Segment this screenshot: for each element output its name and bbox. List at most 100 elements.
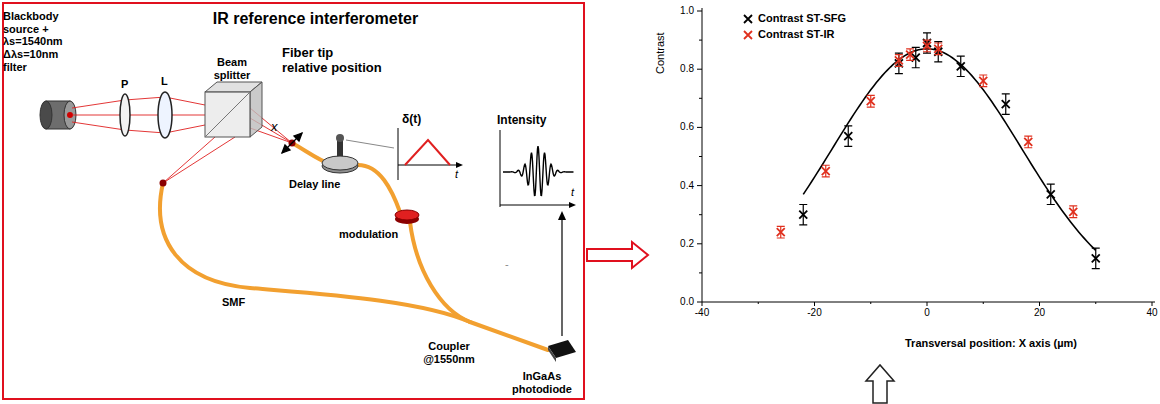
error-bar bbox=[1069, 206, 1077, 218]
pointer-arrow bbox=[866, 365, 894, 403]
delay-disk-top bbox=[322, 156, 358, 170]
photodiode-side bbox=[548, 346, 556, 362]
cube-side bbox=[250, 82, 262, 137]
fiber-smf bbox=[160, 183, 470, 322]
data-marker bbox=[777, 228, 785, 236]
tick-label: 40 bbox=[1146, 307, 1157, 319]
part-label: Blackbody source + λs=1540nm Δλs=10nm fi… bbox=[3, 10, 83, 73]
data-marker bbox=[957, 62, 965, 70]
part-label: t bbox=[571, 186, 574, 199]
part-label: Beam splitter bbox=[199, 56, 265, 81]
legend-label: Contrast ST-SFG bbox=[758, 12, 846, 25]
ray bbox=[163, 137, 235, 183]
cube-diagonal bbox=[205, 92, 250, 137]
error-bar bbox=[1092, 248, 1100, 268]
arrowhead bbox=[456, 162, 463, 168]
tick-label: 0 bbox=[924, 307, 930, 319]
error-bar bbox=[957, 56, 965, 76]
x-axis bbox=[702, 302, 1155, 303]
data-series bbox=[799, 33, 1100, 269]
fiber-output bbox=[470, 322, 548, 350]
tick-label: 1.0 bbox=[680, 5, 694, 17]
blackbody-source bbox=[40, 101, 76, 129]
signal-line bbox=[561, 218, 562, 336]
data-marker bbox=[799, 211, 807, 219]
data-marker bbox=[1092, 254, 1100, 262]
data-marker bbox=[1069, 208, 1077, 216]
axis bbox=[398, 165, 460, 166]
tick bbox=[927, 302, 928, 306]
y-axis bbox=[702, 8, 703, 302]
tick bbox=[1152, 302, 1153, 306]
delay-plot bbox=[398, 128, 463, 180]
tick-label: 0.6 bbox=[680, 122, 694, 134]
part-label: P bbox=[121, 78, 128, 91]
tick bbox=[699, 214, 702, 215]
error-bar bbox=[1047, 184, 1055, 204]
tick bbox=[758, 302, 759, 304]
delay-triangle bbox=[405, 140, 450, 165]
displacement-line bbox=[282, 133, 302, 153]
part-label: - bbox=[505, 258, 509, 271]
part-label: x bbox=[271, 120, 278, 135]
chart-panel: ContrastTransversal position: X axis (µm… bbox=[650, 2, 1158, 370]
error-bar bbox=[822, 165, 830, 177]
tick bbox=[702, 302, 703, 306]
optical-fibers bbox=[160, 143, 548, 350]
panel-title: IR reference interferometer bbox=[44, 10, 587, 28]
data-marker bbox=[867, 97, 875, 105]
polarizer-p bbox=[120, 94, 130, 136]
delay-line-stage bbox=[322, 134, 358, 173]
tick bbox=[814, 302, 815, 306]
leader-line bbox=[346, 140, 394, 148]
modulation-disk bbox=[395, 210, 419, 224]
part-label: Intensity bbox=[497, 114, 546, 128]
data-marker bbox=[822, 167, 830, 175]
data-marker bbox=[1024, 138, 1032, 146]
error-bar bbox=[934, 42, 942, 62]
axis-title: Contrast bbox=[654, 32, 667, 74]
disk-top bbox=[395, 210, 419, 220]
ray bbox=[72, 97, 205, 108]
arrowhead bbox=[558, 211, 566, 220]
axis-title: Transversal position: X axis (µm) bbox=[905, 337, 1077, 350]
data-marker bbox=[1002, 100, 1010, 108]
signal-arrow bbox=[558, 211, 566, 336]
data-series bbox=[777, 40, 1078, 238]
tick-label: 0.8 bbox=[680, 63, 694, 75]
part-label: t bbox=[455, 168, 458, 181]
arrowhead bbox=[282, 145, 290, 153]
error-bar bbox=[895, 53, 903, 73]
legend-label: Contrast ST-IR bbox=[758, 28, 834, 41]
tick bbox=[1095, 302, 1096, 304]
axis bbox=[500, 130, 501, 207]
error-bar bbox=[923, 33, 931, 53]
data-marker bbox=[744, 31, 752, 39]
tick bbox=[699, 40, 702, 41]
tick bbox=[697, 69, 702, 70]
tick-label: 0.0 bbox=[680, 296, 694, 308]
tick bbox=[697, 185, 702, 186]
fiber-tip bbox=[160, 180, 167, 187]
tick bbox=[697, 302, 702, 303]
tip-displacement-arrow bbox=[282, 133, 302, 153]
tick-label: 20 bbox=[1034, 307, 1045, 319]
part-label: δ(t) bbox=[402, 113, 421, 127]
tick bbox=[697, 127, 702, 128]
error-bar bbox=[923, 40, 931, 52]
tick-label: 0.4 bbox=[680, 180, 694, 192]
beam-splitter-cube bbox=[205, 82, 262, 137]
tick bbox=[697, 243, 702, 244]
part-label: Delay line bbox=[288, 178, 341, 191]
error-bar bbox=[777, 226, 785, 238]
ray bbox=[72, 115, 205, 116]
data-marker bbox=[844, 132, 852, 140]
cube-front bbox=[205, 92, 250, 137]
part-label: modulation bbox=[338, 228, 399, 241]
axis bbox=[500, 205, 572, 206]
block-arrow bbox=[587, 242, 648, 268]
error-bar bbox=[895, 55, 903, 67]
tick bbox=[699, 272, 702, 273]
tick-label: -20 bbox=[807, 307, 821, 319]
